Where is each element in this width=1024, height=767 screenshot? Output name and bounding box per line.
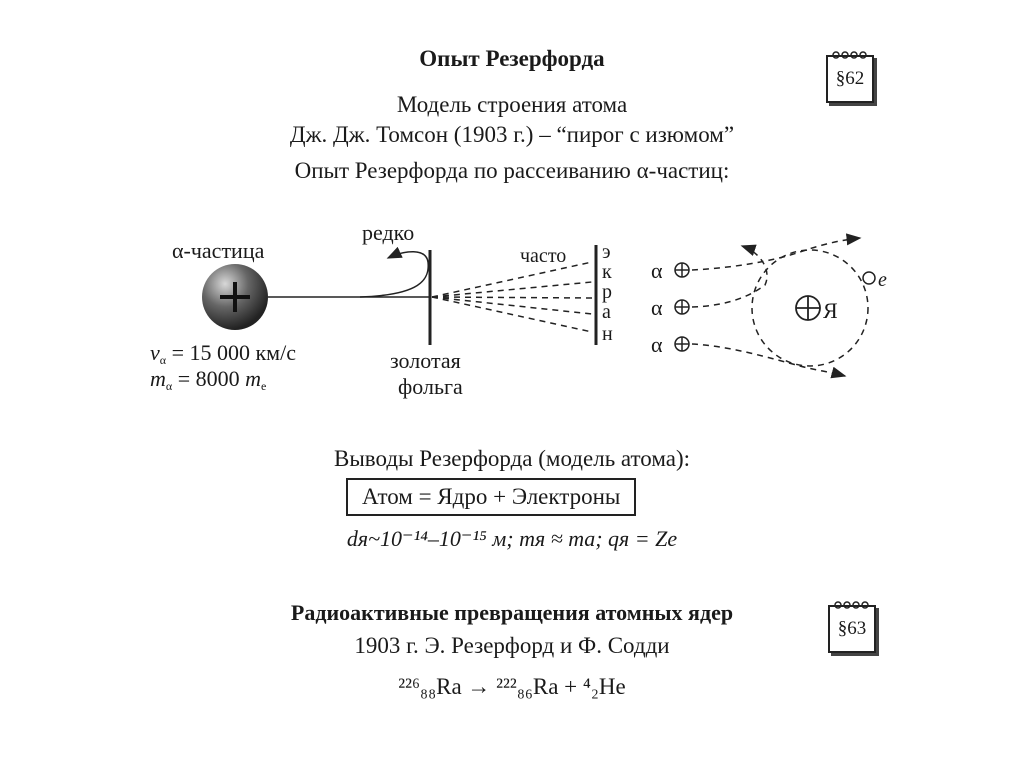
rarely-label: редко (362, 220, 414, 245)
svg-text:α: α (651, 258, 663, 283)
svg-text:к: к (602, 261, 612, 283)
model-heading: Модель строения атома (396, 92, 628, 117)
plus-icon (220, 282, 250, 312)
foil-label-1: золотая (390, 348, 461, 373)
svg-text:а: а (602, 301, 611, 323)
velocity-formula: vα = 15 000 км/с (150, 340, 296, 367)
screen-label: э к р а н (602, 241, 613, 345)
nucleus-label: Я (823, 298, 838, 323)
electron-icon (862, 271, 876, 285)
nucleus-formula: dя~10⁻¹⁴–10⁻¹⁵ м; mя ≈ mа; qя = Ze (346, 526, 678, 551)
svg-text:α: α (651, 295, 663, 320)
conclusions-heading: Выводы Резерфорда (модель атома): (333, 446, 691, 471)
svg-text:н: н (602, 323, 613, 345)
foil-label-2: фольга (398, 374, 463, 399)
nucleus-icon (795, 295, 821, 321)
section-badge-63: §63 (828, 601, 876, 653)
section2-title: Радиоактивные превращения атомных ядер (290, 600, 734, 625)
svg-text:α: α (651, 332, 663, 357)
scattered-rays (431, 261, 593, 333)
section-badge-62: §62 (826, 51, 874, 103)
backscatter-arrow (359, 246, 429, 298)
alpha-particle-label: α-частица (172, 238, 265, 263)
experiment-heading: Опыт Резерфорда по рассеиванию α-частиц: (294, 158, 730, 183)
section2-badge-label: §63 (837, 618, 867, 639)
small-plus-icons (674, 262, 690, 352)
section-badge-label: §62 (835, 68, 865, 89)
thomson-line: Дж. Дж. Томсон (1903 г.) – “пирог с изюм… (289, 122, 735, 147)
radium-reaction: ²²⁶₈₈Ra → ²²²₈₆Ra + ⁴₂He (398, 674, 626, 699)
atom-equation: Атом = Ядро + Электроны (362, 484, 621, 509)
svg-text:р: р (602, 281, 612, 303)
mass-formula: mα = 8000 mе (150, 366, 266, 393)
notebook-rings-icon (834, 601, 869, 609)
section-title: Опыт Резерфорда (419, 46, 605, 71)
often-label: часто (520, 245, 566, 267)
notebook-rings-icon (832, 51, 867, 59)
alpha-trajectories (691, 233, 862, 379)
incoming-alphas: α α α (651, 258, 663, 357)
svg-text:э: э (602, 241, 611, 263)
atom-equation-box: Атом = Ядро + Электроны (346, 478, 637, 516)
atom-orbit (751, 249, 869, 367)
soddy-line: 1903 г. Э. Резерфорд и Ф. Содди (354, 633, 670, 658)
electron-label: e (878, 269, 887, 291)
